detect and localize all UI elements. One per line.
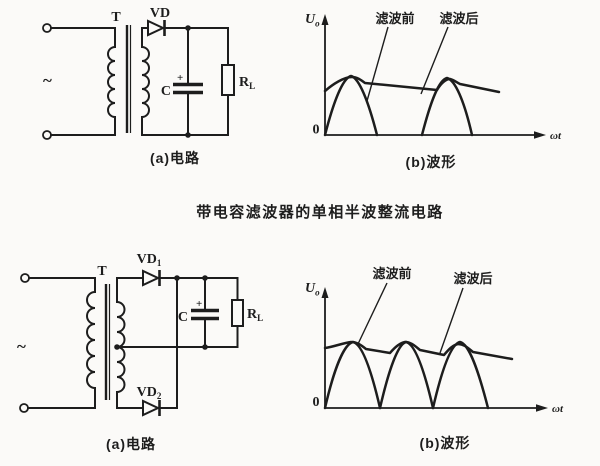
ac-source-symbol: ~ (17, 337, 26, 356)
diode-label: VD (150, 6, 170, 21)
x-axis-arrow (536, 404, 548, 412)
waveform-caption: (b)波形 (420, 435, 471, 451)
x-axis-label: ωt (550, 130, 562, 142)
junction-dot (202, 344, 208, 350)
load-resistor-label: RL (247, 307, 263, 323)
transformer-label: T (97, 264, 107, 279)
y-axis-subscript: o (315, 288, 320, 298)
load-resistor-label: RL (239, 75, 255, 91)
circuit-caption: (a)电路 (106, 436, 156, 452)
capacitor-polarity-sign: + (196, 298, 202, 310)
junction-dot (185, 132, 191, 138)
rectified-pulse (323, 340, 382, 410)
y-axis-arrow (321, 14, 329, 25)
input-terminal-top (20, 273, 30, 283)
resistor-base: R (239, 75, 250, 90)
x-axis-label: ωt (552, 403, 564, 415)
y-axis-base: U (305, 281, 316, 296)
diode2-symbol (142, 399, 161, 417)
y-axis-label: Uo (305, 281, 320, 298)
half-wave-circuit-diagram: ~ T VD + C RL (a)电路 (42, 6, 255, 166)
diode1-symbol (142, 269, 161, 287)
waveform-caption: (b)波形 (406, 154, 457, 170)
before-filter-leader-line (366, 26, 389, 102)
diode1-subscript: 1 (157, 258, 162, 268)
y-axis-subscript: o (315, 19, 320, 29)
capacitor-polarity-sign: + (177, 72, 183, 84)
input-terminal-bottom (19, 403, 29, 413)
transformer-secondary-coil (116, 277, 126, 409)
before-filter-leader-line (357, 282, 388, 345)
resistor-symbol (221, 64, 235, 96)
after-filter-label: 滤波后 (439, 11, 478, 26)
transformer-primary-coil (107, 27, 116, 136)
capacitor-label: C (161, 84, 171, 99)
y-axis-arrow (321, 287, 329, 298)
after-filter-label: 滤波后 (453, 271, 492, 286)
full-wave-circuit-diagram: ~ T VD1 VD2 + C RL (a)电路 (17, 252, 263, 452)
diode2-output-wire (158, 277, 178, 409)
rectified-pulse (420, 76, 474, 137)
rectified-pulse (431, 340, 490, 410)
transformer-label: T (111, 10, 121, 25)
diode-symbol (147, 19, 166, 37)
input-terminal-top (42, 23, 52, 33)
x-axis-arrow (534, 131, 546, 139)
resistor-base: R (247, 307, 258, 322)
diode1-base: VD (137, 252, 157, 267)
resistor-subscript: L (257, 313, 263, 323)
circuit-caption: (a)电路 (150, 150, 200, 166)
y-axis-base: U (305, 12, 316, 27)
before-filter-label: 滤波前 (375, 11, 414, 26)
diode2-base: VD (137, 385, 157, 400)
ac-source-symbol: ~ (43, 71, 52, 90)
diode2-subscript: 2 (157, 391, 162, 401)
input-terminal-bottom (42, 130, 52, 140)
y-axis-label: Uo (305, 12, 320, 29)
filtered-output-curve (323, 340, 514, 361)
figure-title: 带电容滤波器的单相半波整流电路 (196, 204, 444, 221)
resistor-symbol (231, 299, 244, 327)
after-filter-leader-line (439, 287, 464, 354)
after-filter-leader-line (420, 26, 449, 95)
filtered-output-curve (323, 75, 501, 94)
center-tap-dot (114, 344, 120, 350)
resistor-subscript: L (249, 81, 255, 91)
origin-label: 0 (313, 123, 320, 138)
before-filter-label: 滤波前 (372, 266, 411, 281)
half-wave-waveform-plot: Uo 0 ωt 滤波前 滤波后 (b)波形 (305, 11, 562, 170)
origin-label: 0 (313, 395, 320, 410)
transformer-secondary-coil (141, 27, 150, 136)
diode1-label: VD1 (137, 252, 162, 268)
capacitor-label: C (178, 310, 188, 325)
diode2-label: VD2 (137, 385, 162, 401)
full-wave-waveform-plot: Uo 0 ωt 滤波前 滤波后 (b)波形 (305, 266, 564, 451)
transformer-primary-coil (86, 277, 96, 409)
